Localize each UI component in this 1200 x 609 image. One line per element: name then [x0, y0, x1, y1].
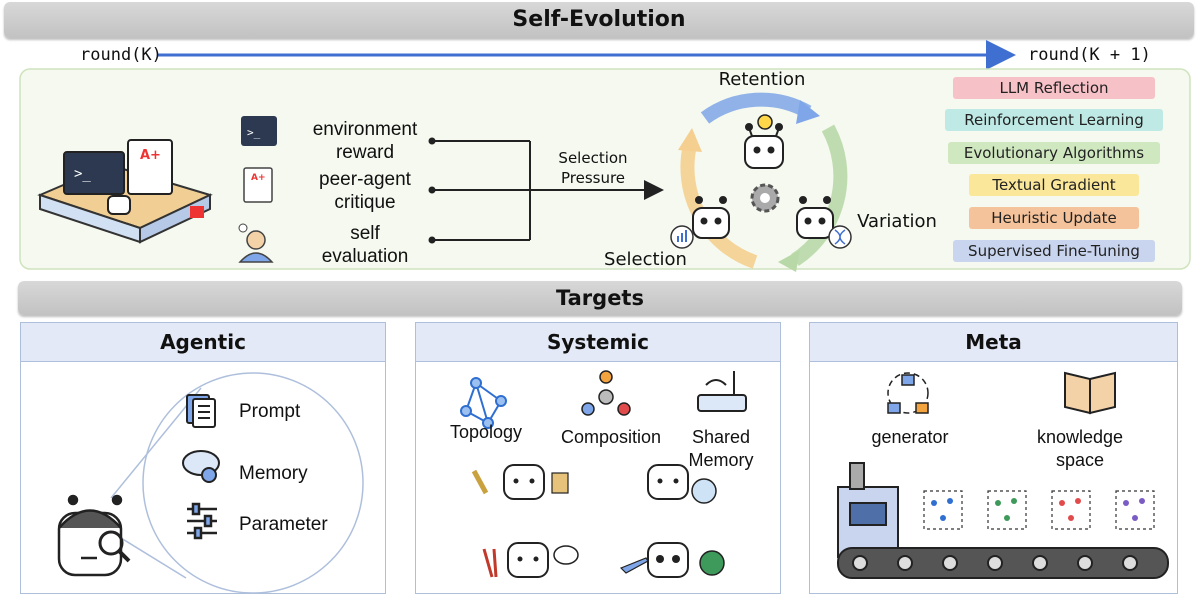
graded-paper-icon: A+	[244, 168, 272, 202]
selection-label: Selection	[598, 248, 693, 271]
knowledge-space-label: knowledge space	[1015, 426, 1145, 472]
gear-icon	[752, 185, 778, 211]
weather-icon	[692, 479, 716, 503]
globe-icon	[700, 551, 724, 575]
svg-text:>_: >_	[74, 166, 91, 182]
lightbulb-icon	[758, 115, 772, 129]
slider-icon	[187, 504, 217, 538]
composition-label: Composition	[546, 426, 676, 449]
chef-hat-icon	[554, 546, 578, 564]
method-heuristic-update: Heuristic Update	[969, 207, 1139, 229]
shared-memory-label: Shared Memory	[676, 426, 766, 472]
topology-label: Topology	[431, 421, 541, 444]
systemic-illustration	[416, 363, 780, 595]
targets-title: Targets	[556, 286, 644, 310]
agentic-panel: Agentic Prompt Memory Parameter	[20, 322, 386, 594]
composition-icon	[582, 371, 630, 415]
key-icon	[474, 471, 486, 493]
systemic-panel: Systemic	[415, 322, 781, 594]
document-icon	[187, 395, 215, 427]
method-textual-gradient: Textual Gradient	[969, 174, 1139, 196]
robot-brain-icon	[59, 496, 129, 575]
meta-title: Meta	[810, 323, 1177, 362]
method-supervised-fine-tuning: Supervised Fine-Tuning	[953, 240, 1155, 262]
conveyor-belt	[838, 548, 1168, 578]
agentic-item-parameter: Parameter	[239, 514, 328, 536]
svg-text:A+: A+	[251, 173, 266, 183]
luggage-tag-icon	[552, 473, 568, 493]
signal-environment-reward: environment reward	[290, 118, 440, 164]
agentic-item-memory: Memory	[239, 463, 308, 485]
retention-label: Retention	[712, 68, 812, 91]
cutlery-icon	[484, 549, 496, 577]
method-evolutionary-algorithms: Evolutionary Algorithms	[948, 142, 1160, 164]
terminal-icon: >_	[241, 116, 277, 146]
selection-pressure-label: Selection Pressure	[548, 148, 638, 188]
signal-peer-critique: peer-agent critique	[290, 168, 440, 214]
variation-label: Variation	[852, 210, 942, 233]
agentic-title: Agentic	[21, 323, 385, 362]
round-end-label: round(K + 1)	[1028, 45, 1151, 65]
targets-header: Targets	[18, 281, 1182, 315]
round-start-label: round(K)	[80, 45, 162, 65]
airplane-icon	[621, 558, 648, 573]
factory-icon	[838, 463, 898, 557]
meta-panel: Meta generator	[809, 322, 1178, 594]
book-icon	[1065, 373, 1115, 413]
signal-self-evaluation: self evaluation	[290, 222, 440, 268]
generator-label: generator	[850, 426, 970, 449]
method-llm-reflection: LLM Reflection	[953, 77, 1155, 99]
systemic-title: Systemic	[416, 323, 780, 362]
router-icon	[698, 371, 746, 411]
meta-illustration	[810, 363, 1177, 595]
svg-text:>_: >_	[247, 126, 261, 139]
svg-text:A+: A+	[140, 148, 161, 163]
method-reinforcement-learning: Reinforcement Learning	[945, 109, 1163, 131]
agentic-illustration	[21, 363, 385, 595]
agentic-item-prompt: Prompt	[239, 401, 300, 423]
mini-graph-icons	[924, 491, 1154, 529]
generator-icon	[888, 373, 928, 413]
